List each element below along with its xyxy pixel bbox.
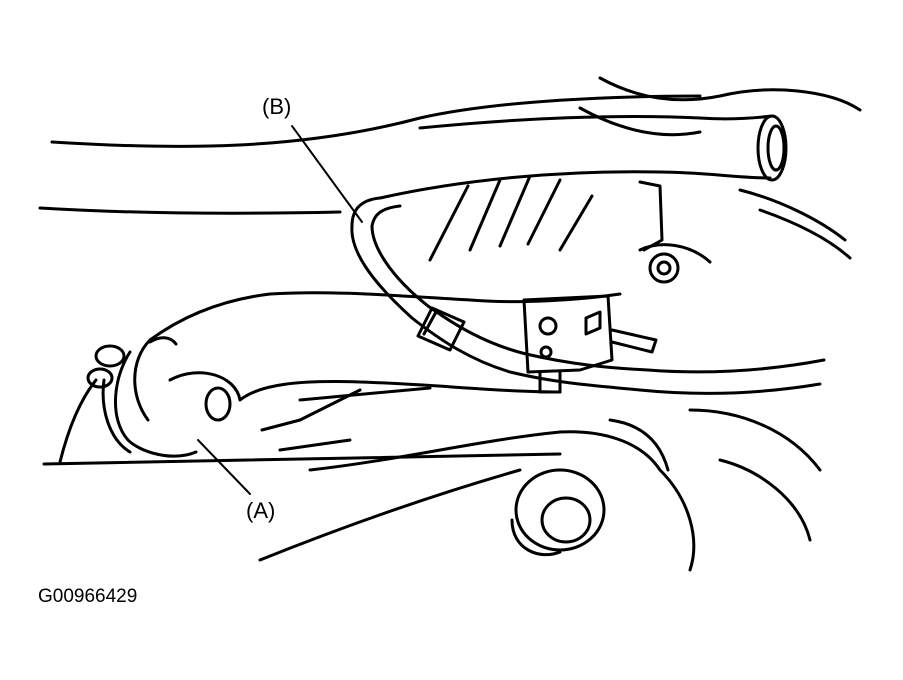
leader-line-b	[292, 126, 362, 222]
lower-nut	[512, 470, 604, 555]
figure-id-caption: G00966429	[38, 586, 138, 607]
callout-label-b: (B)	[262, 94, 292, 119]
hose-b	[352, 198, 824, 393]
upper-tube	[380, 116, 786, 198]
hose-a-clamp	[88, 338, 196, 456]
engine-background-outline	[40, 78, 860, 570]
upper-bolt	[640, 182, 710, 282]
hose-b-clip	[418, 308, 464, 350]
mounting-bracket	[524, 296, 656, 392]
leader-line-a	[198, 440, 250, 494]
callout-label-a: (A)	[246, 498, 276, 523]
hose-a	[135, 293, 620, 420]
